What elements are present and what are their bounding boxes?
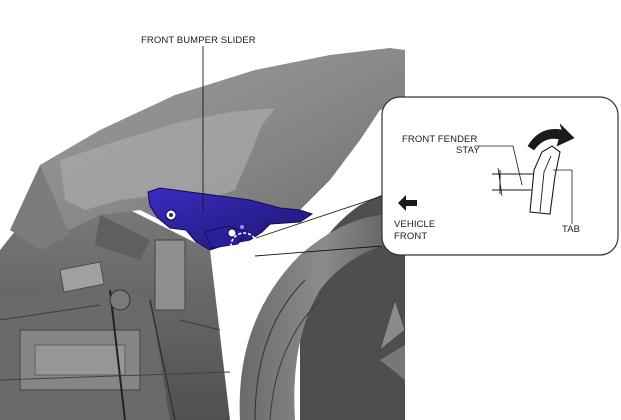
engine-bay-illustration <box>0 200 231 420</box>
detail-circle <box>230 232 258 260</box>
fender-stay-label-line2: STAY <box>456 145 480 156</box>
vehicle-front-label-line1: VEHICLE <box>394 219 436 230</box>
tab-label: TAB <box>562 224 581 235</box>
vehicle-front-label-line2: FRONT <box>394 231 428 242</box>
curved-arrow-icon <box>527 123 575 151</box>
fender-stay-label-line1: FRONT FENDER <box>402 134 478 145</box>
fender-stay-detail <box>475 145 573 224</box>
callout-connector-bottom <box>254 245 383 257</box>
bumper-slider-label: FRONT BUMPER SLIDER <box>141 35 256 46</box>
fender-illustration <box>10 48 405 260</box>
front-bumper-slider-part <box>147 187 314 251</box>
callout-connector-top <box>255 195 383 239</box>
arrow-left-icon <box>398 195 417 211</box>
